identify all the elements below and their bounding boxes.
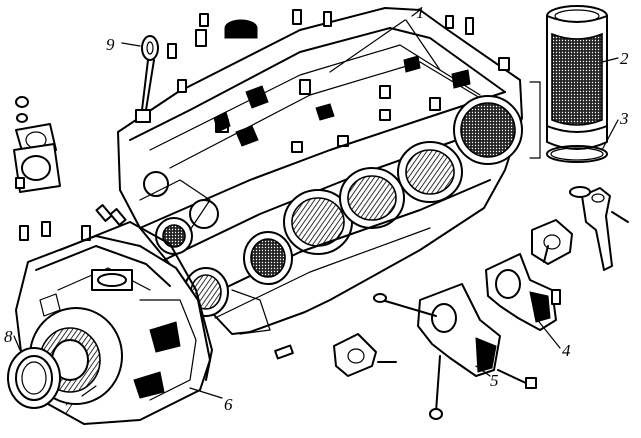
callout-labels: 1 2 3 4 5 6 7 8 9 bbox=[4, 3, 629, 418]
cylinder-block bbox=[117, 7, 523, 360]
rear-oil-seal bbox=[7, 347, 61, 409]
dipstick bbox=[135, 35, 159, 123]
callout-3: 3 bbox=[619, 109, 629, 128]
callout-1: 1 bbox=[416, 3, 425, 22]
cylinder-liner bbox=[546, 5, 608, 150]
callout-5: 5 bbox=[490, 371, 499, 390]
callout-6: 6 bbox=[224, 395, 233, 414]
callout-7: 7 bbox=[64, 399, 74, 418]
bearing-cap-bolts bbox=[373, 245, 549, 420]
callout-8: 8 bbox=[4, 327, 13, 346]
callout-4: 4 bbox=[562, 341, 571, 360]
bearing-cap-5 bbox=[417, 283, 501, 377]
cylinder-bores bbox=[283, 95, 523, 255]
callout-9: 9 bbox=[106, 35, 115, 54]
callout-2: 2 bbox=[620, 49, 629, 68]
cover-plate-right bbox=[531, 219, 573, 265]
mount-bracket-right bbox=[569, 186, 629, 271]
bearing-cap-4 bbox=[485, 253, 561, 331]
liner-seal-ring bbox=[546, 145, 608, 163]
flywheel-housing-gasket bbox=[59, 221, 213, 381]
cover-plate-center bbox=[333, 333, 397, 377]
leader-lines bbox=[13, 9, 619, 399]
small-parts-left bbox=[13, 96, 61, 193]
